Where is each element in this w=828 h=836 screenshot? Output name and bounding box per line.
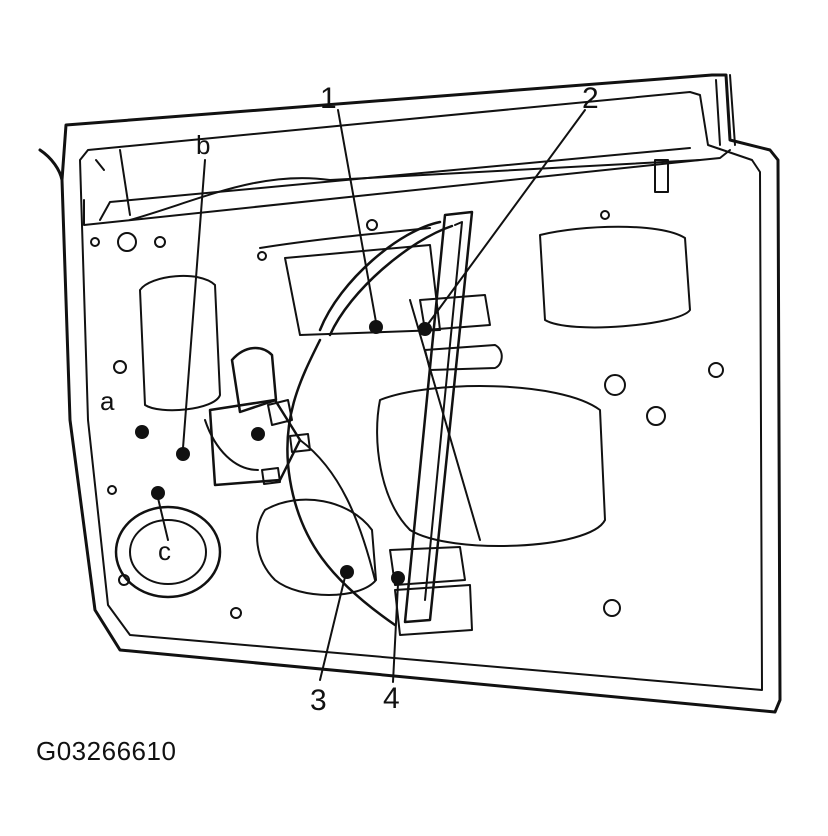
bolt-a: [135, 425, 149, 439]
callout-1: 1: [320, 82, 337, 115]
bolt-b: [176, 447, 190, 461]
bolt-motor: [251, 427, 265, 441]
bolt-c: [151, 486, 165, 500]
window-regulator: [286, 210, 491, 636]
bolt-4: [391, 571, 405, 585]
callout-2: 2: [582, 82, 599, 115]
callout-a: a: [100, 386, 115, 416]
figure-code: G03266610: [36, 736, 177, 766]
leader-lines: [157, 109, 586, 683]
callout-3: 3: [310, 684, 327, 717]
speaker-opening: [114, 505, 222, 599]
bolt-2: [418, 322, 432, 336]
callout-c: c: [158, 536, 171, 566]
bolt-3: [340, 565, 354, 579]
callout-b: b: [196, 130, 210, 160]
regulator-motor: [204, 346, 311, 487]
callout-4: 4: [383, 682, 400, 715]
bolt-1: [369, 320, 383, 334]
mounting-bolts: [135, 320, 432, 585]
inner-panel-openings: [139, 225, 691, 596]
panel-holes: [90, 159, 724, 619]
window-frame-rail: [129, 159, 701, 249]
